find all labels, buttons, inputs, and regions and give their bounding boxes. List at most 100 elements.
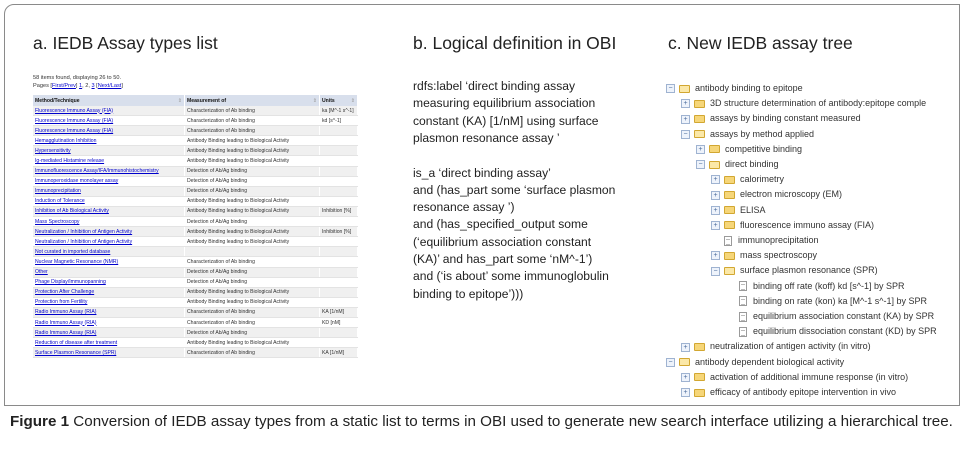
tree-node[interactable]: binding off rate (koff) kd [s^-1] by SPR — [726, 280, 904, 292]
tree-node[interactable]: equilibrium dissociation constant (KD) b… — [726, 325, 937, 337]
collapse-icon[interactable]: − — [681, 129, 690, 139]
expand-icon[interactable]: + — [681, 388, 690, 398]
method-link[interactable]: Hemagglutination Inhibition — [33, 135, 185, 147]
method-link[interactable]: Nuclear Magnetic Resonance (NMR) — [33, 256, 185, 268]
method-link[interactable]: Not curated in imported database — [33, 246, 185, 258]
tree-node-label[interactable]: neutralization of antigen activity (in v… — [710, 341, 871, 352]
caption-text: Conversion of IEDB assay types from a st… — [69, 413, 953, 430]
method-link[interactable]: Induction of Tolerance — [33, 196, 185, 207]
sort-icon[interactable]: ⇕ — [312, 97, 317, 104]
tree-node[interactable]: − antibody dependent biological activity — [666, 356, 844, 368]
collapse-icon[interactable]: − — [666, 84, 675, 94]
units-column-header[interactable]: Units⇕ — [319, 95, 358, 106]
method-link[interactable]: Surface Plasmon Resonance (SPR) — [33, 347, 185, 359]
sort-icon[interactable]: ⇕ — [350, 97, 355, 104]
page-3-link[interactable]: 3 — [91, 83, 95, 89]
first-prev-link[interactable]: First/Prev — [51, 83, 76, 89]
tree-node-label[interactable]: competitive binding — [725, 143, 803, 154]
method-link[interactable]: Fluorescence Immuno Assay (FIA) — [33, 125, 185, 137]
tree-node-label[interactable]: surface plasmon resonance (SPR) — [740, 265, 878, 276]
tree-node-label[interactable]: calorimetry — [740, 174, 785, 185]
expand-icon[interactable]: + — [681, 372, 690, 382]
method-link[interactable]: Immunoprecipitation — [33, 186, 185, 197]
tree-node[interactable]: + assays by binding constant measured — [681, 112, 861, 124]
tree-node[interactable]: + neutralization of antigen activity (in … — [681, 340, 871, 352]
method-link[interactable]: Reduction of disease after treatment — [33, 337, 185, 349]
sort-icon[interactable]: ⇕ — [177, 97, 182, 104]
tree-node-label[interactable]: electron microscopy (EM) — [740, 189, 843, 200]
tree-node[interactable]: − surface plasmon resonance (SPR) — [711, 264, 878, 276]
method-link[interactable]: Fluorescence Immuno Assay (FIA) — [33, 106, 185, 117]
expand-icon[interactable]: + — [696, 144, 705, 154]
tree-node-label[interactable]: binding off rate (koff) kd [s^-1] by SPR — [753, 280, 905, 291]
tree-node[interactable]: + ELISA — [711, 204, 766, 216]
method-link[interactable]: Other — [33, 267, 185, 278]
units-cell — [319, 327, 358, 339]
pages-prefix: Pages [ — [33, 83, 52, 89]
expand-icon[interactable]: + — [711, 190, 720, 200]
tree-node[interactable]: + efficacy of antibody epitope interventi… — [681, 386, 896, 398]
page-1-link[interactable]: 1 — [79, 83, 83, 89]
tree-node[interactable]: equilibrium association constant (KA) by… — [726, 310, 934, 322]
tree-node-label[interactable]: immunoprecipitation — [738, 235, 819, 245]
measurement-cell: Antibody Binding leading to Biological A… — [184, 337, 320, 349]
tree-node-label[interactable]: 3D structure determination of antibody:e… — [710, 98, 927, 109]
collapse-icon[interactable]: − — [666, 357, 675, 367]
expand-icon[interactable]: + — [711, 175, 720, 185]
expand-icon[interactable]: + — [711, 220, 720, 230]
next-last-link[interactable]: Next/Last — [97, 83, 122, 89]
tree-node-label[interactable]: assays by binding constant measured — [710, 113, 861, 124]
expand-icon[interactable]: + — [681, 99, 690, 109]
method-column-header[interactable]: Method/Technique⇕ — [33, 95, 185, 106]
method-link[interactable]: Ig-mediated Histamine release — [33, 155, 185, 167]
measurement-column-header[interactable]: Measurement of⇕ — [184, 95, 320, 106]
folder-icon — [694, 99, 705, 108]
tree-node[interactable]: + activation of additional immune respons… — [681, 371, 908, 383]
method-link[interactable]: Hypersensitivity — [33, 145, 185, 157]
expand-icon[interactable]: + — [681, 114, 690, 124]
method-link[interactable]: Neutralization / Inhibition of Antigen A… — [33, 226, 185, 238]
method-link[interactable]: Immunoperoxidase monolayer assay — [33, 176, 185, 187]
tree-node[interactable]: binding on rate (kon) ka [M^-1 s^-1] by … — [726, 295, 927, 307]
tree-node-label[interactable]: fluorescence immuno assay (FIA) — [740, 219, 875, 230]
tree-node-label[interactable]: efficacy of antibody epitope interventio… — [710, 387, 896, 397]
tree-node[interactable]: + competitive binding — [696, 143, 802, 155]
tree-node[interactable]: + electron microscopy (EM) — [711, 188, 842, 200]
expand-icon[interactable]: + — [681, 342, 690, 352]
tree-node[interactable]: − direct binding — [696, 158, 779, 170]
tree-node-label[interactable]: binding on rate (kon) ka [M^-1 s^-1] by … — [753, 295, 928, 306]
collapse-icon[interactable]: − — [696, 160, 705, 170]
tree-node[interactable]: + calorimetry — [711, 173, 784, 185]
method-link[interactable]: Radio Immuno Assay (RIA) — [33, 307, 185, 318]
tree-node-label[interactable]: assays by method applied — [710, 128, 815, 139]
method-link[interactable]: Mass Spectroscopy — [33, 216, 185, 228]
tree-node-label[interactable]: equilibrium association constant (KA) by… — [753, 311, 935, 321]
method-link[interactable]: Inhibition of Ab Biological Activity — [33, 206, 185, 218]
method-link[interactable]: Radio Immuno Assay (RIA) — [33, 327, 185, 339]
tree-node-label[interactable]: mass spectroscopy — [740, 250, 818, 261]
method-link[interactable]: Immunofluorescence Assay/IFA/Immunohisto… — [33, 166, 185, 177]
figure-caption: Figure 1 Conversion of IEDB assay types … — [10, 412, 954, 432]
method-link[interactable]: Fluorescence Immuno Assay (FIA) — [33, 115, 185, 127]
tree-node-label[interactable]: antibody binding to epitope — [695, 83, 803, 93]
folder-icon — [724, 175, 735, 184]
collapse-icon[interactable]: − — [711, 266, 720, 276]
tree-node-label[interactable]: ELISA — [740, 204, 766, 215]
tree-node[interactable]: + mass spectroscopy — [711, 249, 817, 261]
tree-node-label[interactable]: equilibrium dissociation constant (KD) b… — [753, 326, 937, 337]
tree-node[interactable]: + fluorescence immuno assay (FIA) — [711, 219, 874, 231]
tree-node[interactable]: − antibody binding to epitope — [666, 82, 803, 94]
tree-node[interactable]: − assays by method applied — [681, 128, 814, 140]
method-link[interactable]: Protection After Challenge — [33, 287, 185, 298]
method-link[interactable]: Neutralization / Inhibition of Antigen A… — [33, 236, 185, 248]
method-link[interactable]: Protection from Fertility — [33, 297, 185, 308]
tree-node-label[interactable]: antibody dependent biological activity — [695, 356, 845, 367]
method-link[interactable]: Phage Display/Immunopanning — [33, 277, 185, 288]
expand-icon[interactable]: + — [711, 205, 720, 215]
tree-node-label[interactable]: activation of additional immune response… — [710, 371, 909, 382]
tree-node[interactable]: immunoprecipitation — [711, 234, 819, 246]
expand-icon[interactable]: + — [711, 251, 720, 261]
tree-node-label[interactable]: direct binding — [725, 159, 779, 169]
method-link[interactable]: Radio Immuno Assay (RIA) — [33, 317, 185, 329]
tree-node[interactable]: +3D structure determination of antibody:… — [681, 97, 926, 109]
